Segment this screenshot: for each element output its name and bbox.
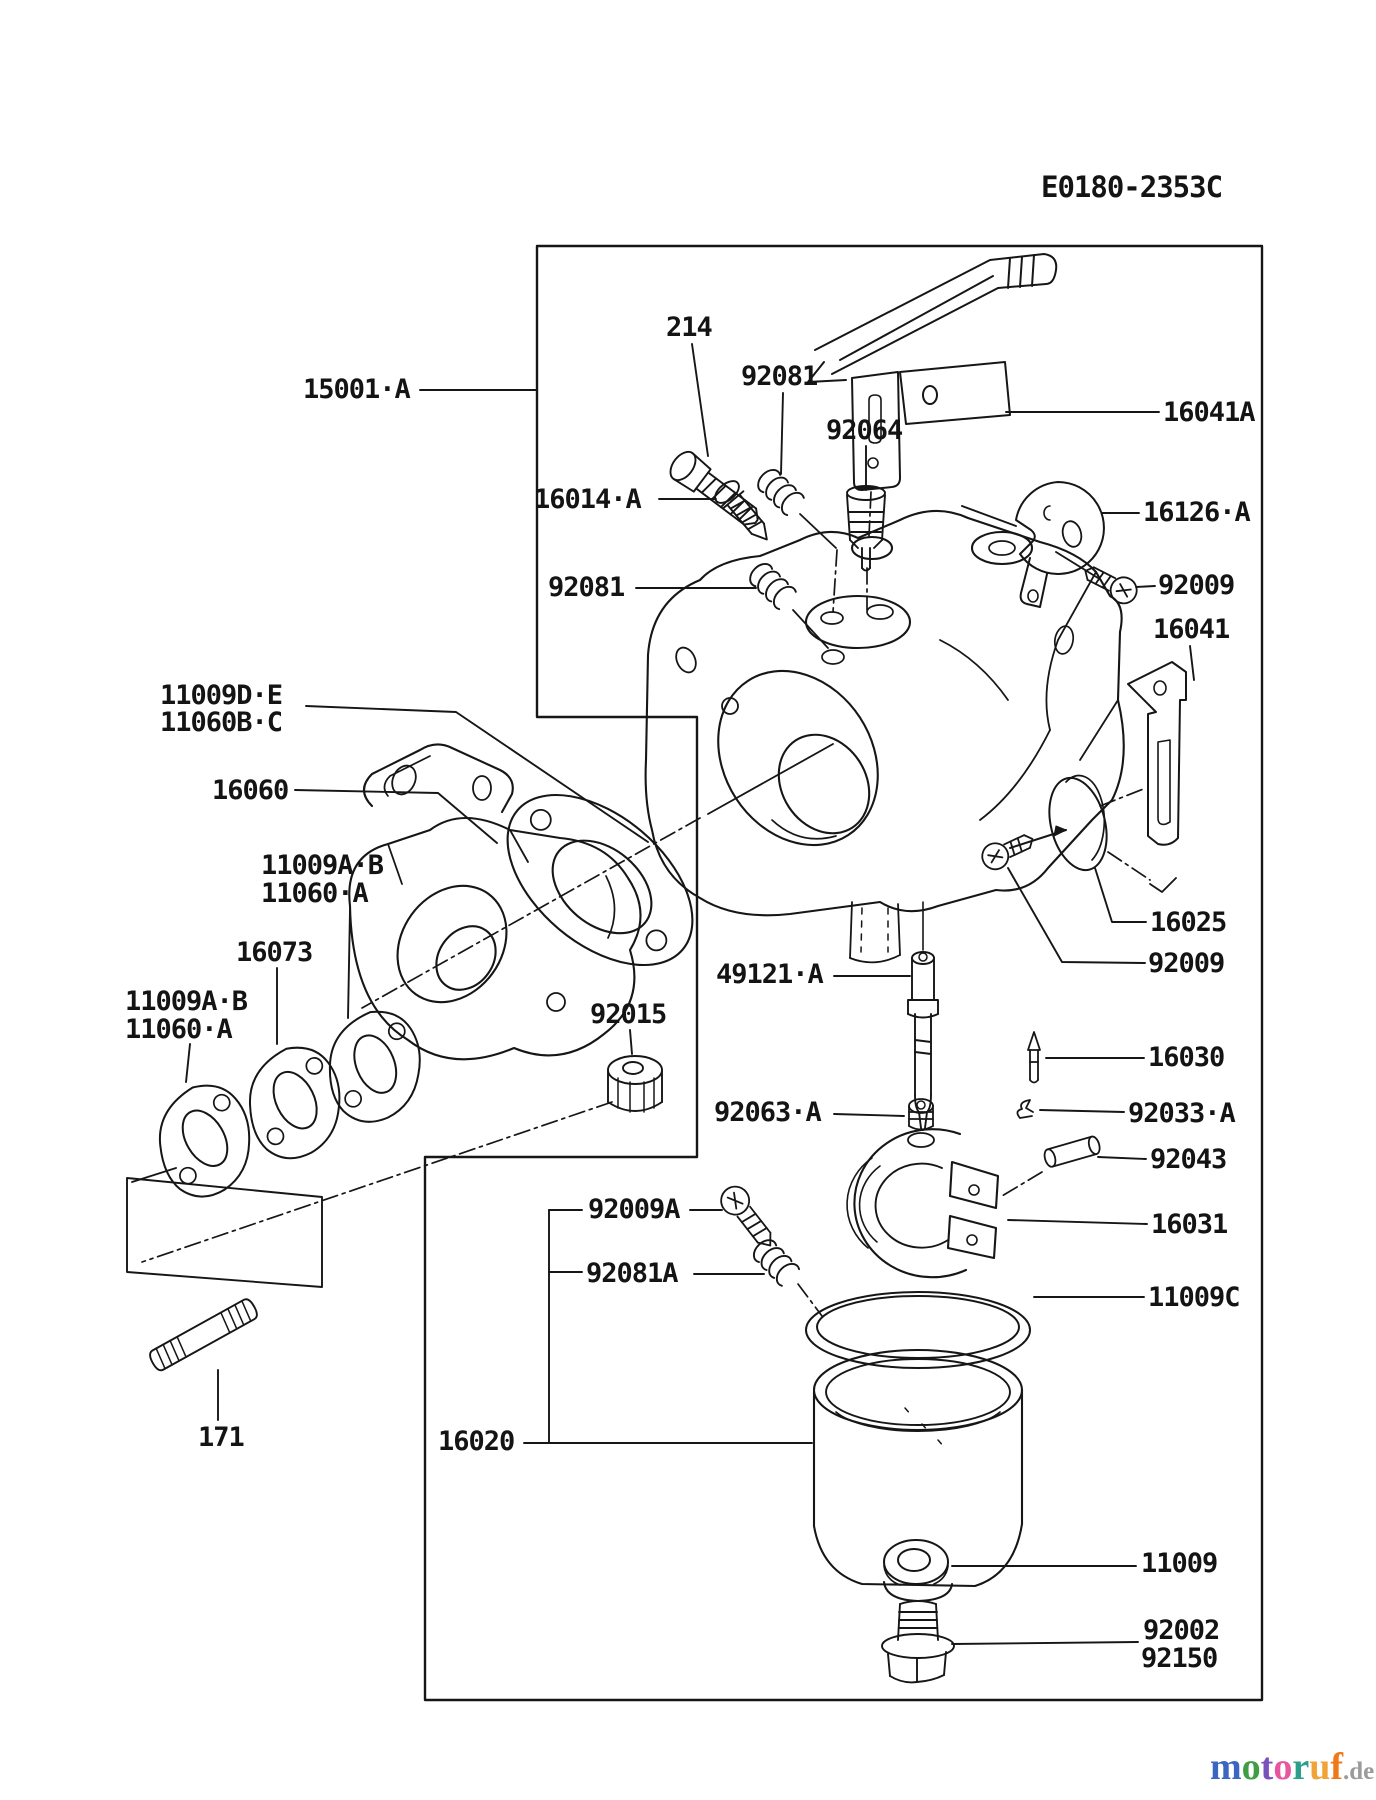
part-label-92009-mid: 92009 (1148, 948, 1225, 979)
float-bowl-16020-drawing (812, 1348, 1024, 1603)
carb-body-drawing (644, 509, 1125, 964)
part-label-11060b-c: 11060B·C (160, 707, 283, 738)
gasket-16073-drawing (249, 1046, 341, 1160)
part-label-92081-left: 92081 (548, 572, 625, 603)
watermark-letter: o (1273, 1746, 1293, 1788)
tap-screw-16014-drawing (714, 480, 768, 541)
watermark-letter: u (1309, 1746, 1331, 1788)
assembly-group-box (423, 244, 1264, 1702)
part-label-92150: 92150 (1141, 1643, 1218, 1674)
carb-gasket-11009d-drawing (506, 793, 694, 967)
insulator-16060-drawing (348, 743, 642, 1061)
part-label-11060-a-upper: 11060·A (261, 878, 369, 909)
spring-92081-top-drawing (757, 469, 805, 517)
drain-bolt-92002-drawing (881, 1600, 955, 1684)
part-label-92033-a: 92033·A (1128, 1098, 1236, 1129)
part-label-16041a: 16041A (1163, 397, 1256, 428)
clip-92033-drawing (1016, 1099, 1034, 1119)
part-label-171: 171 (198, 1422, 245, 1453)
bowl-gasket-11009c-drawing (805, 1291, 1031, 1369)
watermark-letter: r (1292, 1746, 1310, 1788)
part-label-92063-a: 92063·A (714, 1097, 822, 1128)
float-16031-drawing (846, 1128, 1000, 1279)
stud-171-drawing (149, 1298, 258, 1372)
part-label-92009a: 92009A (588, 1194, 681, 1225)
part-label-92043: 92043 (1150, 1144, 1227, 1175)
part-label-214: 214 (666, 312, 713, 343)
bore-pointer-line (707, 743, 834, 815)
drawing-number: E0180-2353C (1041, 170, 1223, 204)
screw-92009a-drawing (720, 1185, 772, 1247)
part-label-11060-a-lower: 11060·A (125, 1014, 233, 1045)
screw-92009-mid-drawing (981, 834, 1034, 871)
part-label-15001-a: 15001·A (303, 374, 411, 405)
watermark-word: motoruf (1210, 1746, 1343, 1788)
washer-11009-drawing (883, 1539, 949, 1586)
part-label-92081a: 92081A (586, 1258, 679, 1289)
part-label-16030: 16030 (1148, 1042, 1225, 1073)
cap-nut-92015-drawing (607, 1055, 663, 1113)
valve-seat-92063-drawing (908, 1098, 934, 1131)
part-label-92081-top: 92081 (741, 361, 818, 392)
part-label-11009a-b-lower: 11009A·B (125, 986, 248, 1017)
stud-plane-drawing (126, 1177, 323, 1288)
part-label-92002: 92002 (1143, 1615, 1220, 1646)
center-axis-lines (141, 491, 1151, 1317)
diaphragm-16025-drawing (1009, 774, 1108, 872)
watermark-letter: m (1210, 1746, 1242, 1788)
watermark-tld: .de (1342, 1758, 1375, 1785)
watermark-letter: t (1260, 1746, 1274, 1788)
main-nozzle-49121-drawing (907, 951, 939, 1131)
gasket-11009a-left-drawing (158, 1084, 251, 1198)
watermark-letter: f (1330, 1746, 1343, 1788)
watermark-motoruf: motoruf.de (1210, 1748, 1374, 1786)
choke-link-16041-drawing (1127, 661, 1187, 893)
float-pin-92043-drawing (1043, 1135, 1101, 1168)
part-label-16060: 16060 (212, 775, 289, 806)
part-label-16073: 16073 (236, 937, 313, 968)
part-label-92009-top: 92009 (1158, 570, 1235, 601)
part-label-16014-a: 16014·A (534, 484, 642, 515)
watermark-letter: o (1241, 1746, 1261, 1788)
part-label-11009: 11009 (1141, 1548, 1218, 1579)
spring-92081-top-link (799, 513, 837, 549)
part-label-16041: 16041 (1153, 614, 1230, 645)
part-label-11009d-e: 11009D·E (160, 680, 283, 711)
screw-214-drawing (669, 450, 759, 526)
part-label-16126-a: 16126·A (1143, 497, 1251, 528)
part-label-16031: 16031 (1151, 1209, 1228, 1240)
spring-92081-left-drawing (749, 563, 797, 611)
throttle-lever-drawing (807, 253, 1058, 491)
part-label-92015: 92015 (590, 999, 667, 1030)
choke-plate-16126-drawing (1015, 481, 1105, 608)
part-label-16025: 16025 (1150, 907, 1227, 938)
leader-lines (131, 343, 1195, 1645)
part-label-49121-a: 49121·A (716, 959, 824, 990)
part-label-16020: 16020 (438, 1426, 515, 1457)
pilot-screw-92064-drawing (846, 485, 886, 572)
spring-92081a-drawing (753, 1239, 801, 1287)
part-label-11009c: 11009C (1148, 1282, 1241, 1313)
part-label-92064: 92064 (826, 415, 903, 446)
part-label-11009a-b-upper: 11009A·B (261, 850, 384, 881)
gasket-11009a-right-drawing (328, 1010, 421, 1123)
needle-16030-drawing (1027, 1031, 1041, 1084)
